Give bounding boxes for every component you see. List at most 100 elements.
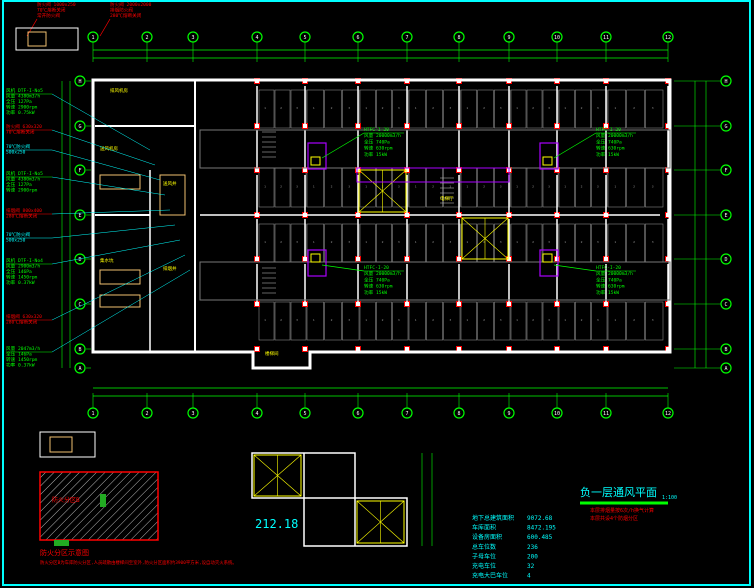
axis-bubble xyxy=(141,31,153,43)
inset-stair xyxy=(27,31,47,47)
stall-number: 2 xyxy=(581,185,583,189)
jet-fan-box xyxy=(539,249,559,277)
fan-spec: HTFC-I-20 xyxy=(364,127,389,133)
stall-number: 1 xyxy=(516,318,518,322)
annotation-text: 风机 DTF-I-No4 xyxy=(6,257,43,264)
parking-stall xyxy=(274,301,291,341)
axis-label-column: 12 xyxy=(665,35,671,41)
parking-stall xyxy=(477,301,494,341)
parking-stall xyxy=(443,89,461,129)
annotation-text: 防火阀 630x320 xyxy=(6,123,42,130)
summary-value: 4 xyxy=(527,573,531,580)
axis-bubble xyxy=(141,407,153,419)
parking-stall xyxy=(526,167,543,208)
parking-stall xyxy=(591,301,608,341)
parking-stall xyxy=(460,89,477,129)
fan-icon xyxy=(542,156,553,166)
stall-number: 1 xyxy=(466,106,468,110)
drive-lane-bottom xyxy=(199,261,671,301)
parking-stall xyxy=(342,89,360,129)
axis-bubble xyxy=(600,407,612,419)
axis-bubble xyxy=(720,209,732,221)
stall-number: 2 xyxy=(483,106,485,110)
axis-label-row: B xyxy=(78,347,81,353)
parking-stall xyxy=(645,301,664,341)
axis-label-column: 5 xyxy=(303,411,306,417)
leader-line xyxy=(51,224,176,239)
stall-number: 3 xyxy=(348,106,350,110)
stall-number: 1 xyxy=(264,318,266,322)
stall-number: 2 xyxy=(581,318,583,322)
leader-line xyxy=(553,264,597,272)
parking-stall xyxy=(359,301,376,341)
parking-stall xyxy=(306,223,324,263)
parking-stall xyxy=(626,223,645,263)
leader-line xyxy=(51,209,171,215)
annotation-text: 风机 DTF-I-No5 xyxy=(6,87,43,94)
axis-label-column: 8 xyxy=(457,411,460,417)
parking-stall xyxy=(290,301,307,341)
room-label: 送风井 xyxy=(163,180,177,187)
stall-number: 2 xyxy=(280,318,282,322)
axis-label-column: 1 xyxy=(91,35,94,41)
stall-number: 1 xyxy=(415,318,417,322)
stall-number: 1 xyxy=(466,185,468,189)
annotation-text: 功率 0.37kW xyxy=(6,279,35,286)
parking-stall xyxy=(607,223,626,263)
summary-value: 9072.68 xyxy=(527,515,553,522)
stall-number: 3 xyxy=(548,185,550,189)
axis-label-column: 11 xyxy=(603,35,609,41)
stall-number: 2 xyxy=(382,240,384,244)
axis-bubble xyxy=(251,31,263,43)
axis-label-column: 10 xyxy=(554,411,560,417)
axis-bubble xyxy=(74,209,86,221)
structural-column xyxy=(254,346,260,352)
summary-label: 子母车位 xyxy=(472,552,496,560)
axis-label-row: D xyxy=(78,257,81,263)
annotation-text: 排烟阀 800x400 xyxy=(6,207,42,214)
leader-line xyxy=(51,129,156,166)
stall-number: 3 xyxy=(398,318,400,322)
jet-fan-box xyxy=(307,249,327,277)
fan-spec: 全压 740Pa xyxy=(596,138,622,145)
parking-stall xyxy=(324,301,342,341)
axis-label-row: H xyxy=(78,79,81,85)
fire-zone-label: 防火分区B xyxy=(52,496,80,504)
fire-zone-note: 防火分区B为车库防火分区,人员疏散由楼梯间至室外,防火分区面积约3900平方米,… xyxy=(40,559,237,566)
stall-number: 3 xyxy=(597,185,599,189)
parking-stall xyxy=(376,223,392,263)
axis-bubble xyxy=(74,343,86,355)
parking-stall xyxy=(392,89,409,129)
stall-number: 3 xyxy=(449,240,451,244)
stall-number: 2 xyxy=(280,240,282,244)
stall-number: 2 xyxy=(331,240,333,244)
stall-number: 1 xyxy=(516,106,518,110)
drawing-title: 负一层通风平面 xyxy=(580,485,657,499)
stall-number: 3 xyxy=(500,240,502,244)
axis-bubble xyxy=(453,407,465,419)
drawing-scale: 1:100 xyxy=(662,495,677,501)
fire-zone-marker xyxy=(100,494,106,507)
parking-stall xyxy=(460,301,477,341)
room-label: 电梯厅 xyxy=(440,195,454,202)
parking-stall xyxy=(575,89,591,129)
stall-number: 3 xyxy=(398,185,400,189)
annotation-text: 防火阀 1000x250 xyxy=(37,1,76,8)
annotation-text: 风量 4380m3/h xyxy=(6,176,40,183)
parking-stall xyxy=(477,89,494,129)
axis-label-column: 5 xyxy=(303,35,306,41)
parking-stall xyxy=(408,223,426,263)
axis-label-row: A xyxy=(78,366,81,372)
fan-spec: 风量 20000m3/h xyxy=(364,132,401,139)
stall-number: 1 xyxy=(415,185,417,189)
annotation-text: 常开防火阀 xyxy=(37,12,60,19)
axis-bubble xyxy=(503,407,515,419)
parking-stall xyxy=(408,167,426,208)
inset-plan xyxy=(15,27,79,51)
axis-label-row: F xyxy=(724,168,727,174)
axis-bubble xyxy=(299,31,311,43)
stall-number: 3 xyxy=(348,185,350,189)
annotation-text: 转速 2900rpm xyxy=(6,187,38,194)
axis-label-column: 9 xyxy=(507,35,510,41)
